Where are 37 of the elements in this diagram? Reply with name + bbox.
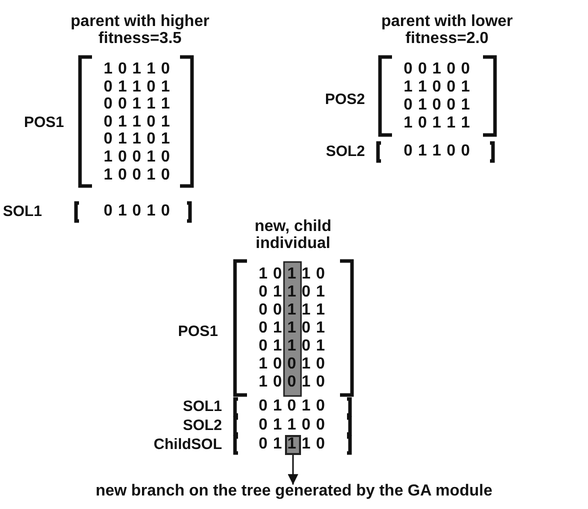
matrix-name: POS1: [178, 324, 218, 340]
matrix-row: 1 0 0 1 0: [104, 167, 170, 184]
matrix-row: 1 0 1 1 1: [404, 116, 470, 132]
matrix-row: 0 1 1 0 1: [104, 114, 170, 132]
matrix-row: 0 0 1 1 1: [258, 302, 326, 320]
matrix-row: 1 0 0 1 0: [258, 356, 326, 374]
matrix-name: SOL1: [2, 204, 42, 220]
matrix-row: 1 0 1 1 0: [258, 266, 326, 284]
matrix-row: 0 1 0 0 1: [404, 98, 470, 114]
matrix-name: SOL2: [182, 418, 222, 434]
matrix-row: 0 0 1 0 0: [404, 62, 470, 78]
matrix-row: 0 1 1 0 1: [258, 320, 326, 338]
matrix-name: SOL2: [326, 144, 365, 160]
heading: parent with higher fitness=3.5: [70, 14, 210, 48]
matrix-row: 0 1 1 0 0: [404, 144, 470, 160]
matrix-name: POS2: [324, 92, 365, 108]
matrix-row: 1 0 0 1 0: [258, 374, 326, 392]
caption-text: new branch on the tree generated by the GA module: [96, 484, 492, 500]
matrix-name: POS1: [24, 115, 64, 131]
matrix-name: ChildSOL: [154, 437, 222, 453]
matrix-row: 1 0 0 1 0: [104, 150, 170, 166]
matrix-row: 0 1 1 0 1: [258, 338, 326, 356]
matrix-row: 0 1 1 0 1: [258, 284, 326, 302]
matrix-row: 0 1 0 1 0: [258, 398, 326, 416]
matrix-name: SOL1: [182, 399, 222, 415]
matrix-row: 1 1 0 0 1: [404, 80, 470, 96]
matrix-row: 0 1 1 1 0: [258, 436, 326, 454]
matrix-row: 0 1 1 0 0: [258, 418, 326, 434]
matrix-row: 0 1 0 1 0: [104, 204, 170, 220]
arrow: [288, 455, 298, 485]
matrix-row: 1 0 1 1 0: [104, 62, 170, 78]
highlight-box: [285, 435, 301, 455]
matrix-row: 0 1 1 0 1: [104, 132, 170, 149]
heading: parent with lower fitness=2.0: [380, 14, 514, 48]
matrix-row: 0 0 1 1 1: [104, 96, 170, 114]
matrix-row: 0 1 1 0 1: [104, 79, 170, 96]
heading: new, child individual: [254, 219, 332, 253]
